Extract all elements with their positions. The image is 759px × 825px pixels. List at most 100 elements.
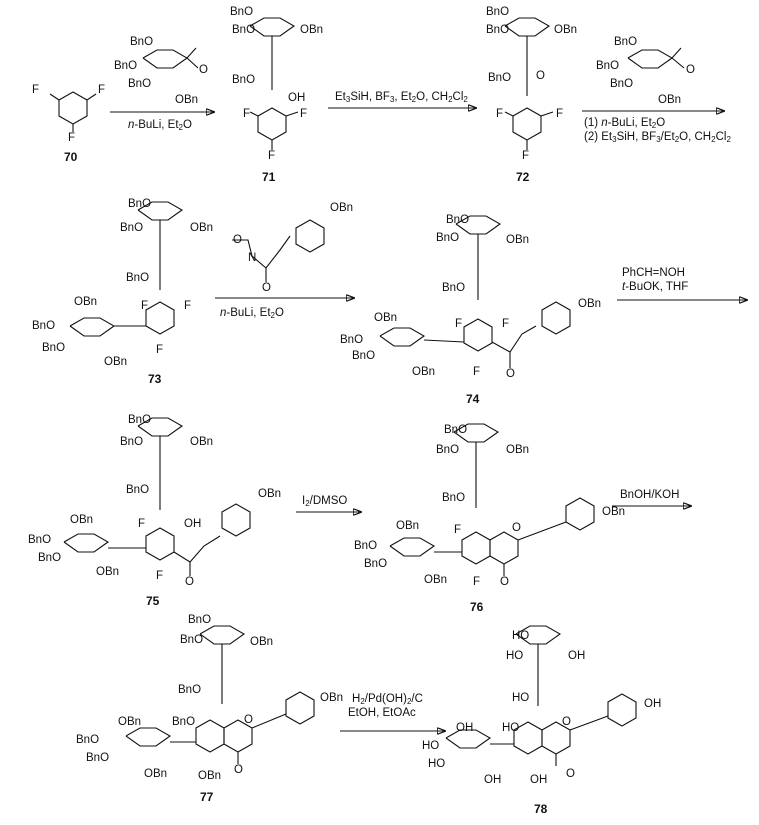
group-bno: BnO <box>86 752 110 764</box>
compound-label-72: 72 <box>516 170 530 184</box>
group-obn: OBn <box>602 506 626 518</box>
condition-step7: BnOH/KOH <box>620 489 680 501</box>
group-oh: OH <box>644 698 662 710</box>
group-obn: OBn <box>104 356 128 368</box>
atom-f: F <box>455 318 463 330</box>
group-obn: OBn <box>74 296 98 308</box>
group-bno: BnO <box>596 60 620 72</box>
group-ho: HO <box>506 650 524 662</box>
condition-step6: I2/DMSO <box>302 495 348 508</box>
group-bno: BnO <box>610 78 634 90</box>
group-bno: BnO <box>340 334 364 346</box>
molecule-70 <box>49 91 97 132</box>
group-ho: HO <box>428 758 446 770</box>
atom-o: O <box>262 282 271 294</box>
group-obn: OBn <box>424 574 448 586</box>
compound-label-71: 71 <box>262 170 276 184</box>
group-bno: BnO <box>120 222 144 234</box>
group-ho: HO <box>502 722 520 734</box>
group-bno: BnO <box>188 614 212 626</box>
atom-o: O <box>506 368 515 380</box>
group-obn: OBn <box>330 202 354 214</box>
group-bno: BnO <box>42 342 66 354</box>
atom-o: O <box>512 522 521 534</box>
group-ho: HO <box>422 740 440 752</box>
group-obn: OBn <box>198 770 222 782</box>
molecule-78 <box>445 625 637 766</box>
atom-f: F <box>141 300 149 312</box>
group-oh: OH <box>484 774 502 786</box>
group-bno: BnO <box>436 232 460 244</box>
group-ho: HO <box>512 630 530 642</box>
molecule-74 <box>379 215 571 368</box>
group-bno: BnO <box>436 444 460 456</box>
condition-step4: n-BuLi, Et2O <box>220 307 284 320</box>
condition-step3-1: (1) n-BuLi, Et2O <box>584 117 666 130</box>
group-obn: OBn <box>412 366 436 378</box>
molecule-76 <box>389 423 595 576</box>
group-bno: BnO <box>130 36 154 48</box>
group-obn: OBn <box>554 24 578 36</box>
atom-f: F <box>156 344 164 356</box>
molecule-72 <box>504 17 554 150</box>
group-bno: BnO <box>128 198 152 210</box>
atom-o: O <box>185 576 194 588</box>
group-bno: BnO <box>230 6 254 18</box>
group-oh: OH <box>530 774 548 786</box>
condition-step3-2: (2) Et3SiH, BF3/Et2O, CH2Cl2 <box>584 131 731 144</box>
molecule-71 <box>249 17 299 150</box>
atom-o: O <box>686 64 695 76</box>
atom-f: F <box>98 84 106 96</box>
group-obn: OBn <box>506 234 530 246</box>
atom-f: F <box>496 108 504 120</box>
group-bno: BnO <box>128 78 152 90</box>
atom-o: O <box>536 70 545 82</box>
group-bno: BnO <box>126 272 150 284</box>
atom-f: F <box>556 108 564 120</box>
group-obn: OBn <box>374 312 398 324</box>
atom-f: F <box>454 524 462 536</box>
compound-label-78: 78 <box>534 802 548 816</box>
group-obn: OBn <box>175 94 199 106</box>
group-bno: BnO <box>32 320 56 332</box>
condition-step2: Et3SiH, BF3, Et2O, CH2Cl2 <box>335 91 468 104</box>
atom-f: F <box>502 318 510 330</box>
group-bno: BnO <box>232 24 256 36</box>
group-bno: BnO <box>120 436 144 448</box>
group-bno: BnO <box>486 6 510 18</box>
group-obn: OBn <box>96 566 120 578</box>
weinreb-amide-reagent <box>232 219 325 282</box>
group-bno: BnO <box>444 424 468 436</box>
atom-f: F <box>184 300 192 312</box>
atom-n: N <box>248 252 257 264</box>
atom-f: F <box>243 108 251 120</box>
group-bno: BnO <box>114 60 138 72</box>
compound-label-75: 75 <box>146 594 160 608</box>
lactone-reagent-1 <box>142 47 199 69</box>
atom-f: F <box>268 150 276 162</box>
condition-step5-2: t-BuOK, THF <box>622 281 689 293</box>
compound-label-76: 76 <box>470 600 484 614</box>
group-bno: BnO <box>28 534 52 546</box>
condition-step8-2: EtOH, EtOAc <box>348 707 416 719</box>
group-obn: OBn <box>118 716 142 728</box>
group-bno: BnO <box>442 282 466 294</box>
condition-step1: n-BuLi, Et2O <box>128 119 192 132</box>
group-obn: OBn <box>258 488 282 500</box>
group-bno: BnO <box>172 716 196 728</box>
group-bno: BnO <box>232 74 256 86</box>
group-bno: BnO <box>38 552 62 564</box>
atom-f: F <box>473 576 481 588</box>
group-oh: OH <box>568 650 586 662</box>
group-obn: OBn <box>578 298 602 310</box>
group-oh: OH <box>184 518 202 530</box>
atom-o: O <box>244 714 253 726</box>
group-bno: BnO <box>76 734 100 746</box>
group-obn: OBn <box>190 436 214 448</box>
group-bno: BnO <box>488 72 512 84</box>
atom-f: F <box>68 132 76 144</box>
group-bno: BnO <box>446 214 470 226</box>
group-obn: OBn <box>144 768 168 780</box>
atom-f: F <box>473 366 481 378</box>
group-bno: BnO <box>486 24 510 36</box>
